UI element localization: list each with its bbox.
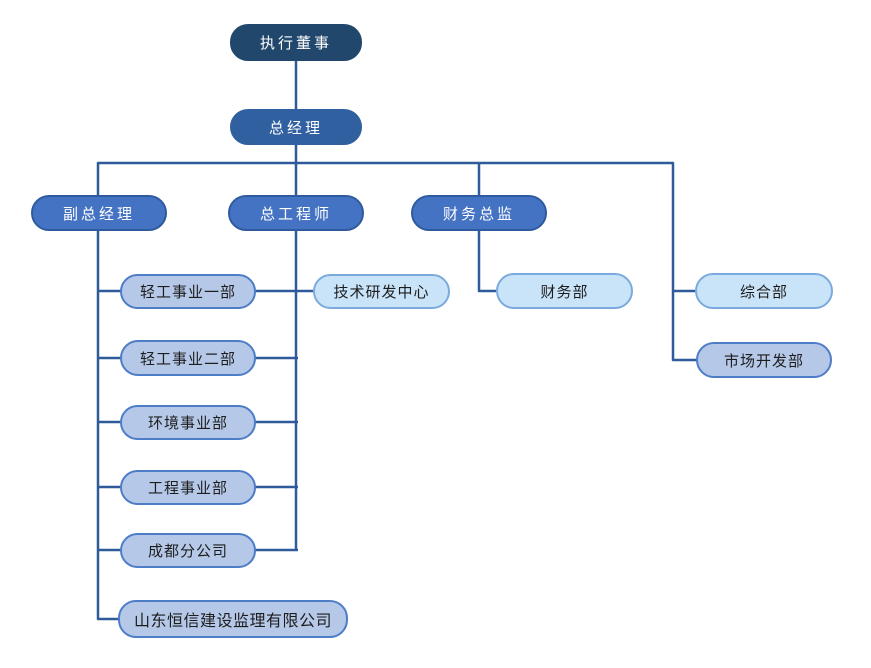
node-finance-dept: 财务部 [496, 273, 633, 309]
node-chengdu-branch: 成都分公司 [120, 533, 256, 568]
node-executive-director: 执行董事 [230, 24, 362, 61]
node-engineering-division: 工程事业部 [120, 470, 256, 505]
connector-bus-and-right-rail [96, 161, 698, 362]
node-environment-division: 环境事业部 [120, 405, 256, 440]
connector-finance-rail [477, 230, 496, 293]
connector-deputy-rail [96, 230, 122, 621]
node-chief-engineer: 总工程师 [228, 195, 364, 231]
node-finance-director: 财务总监 [411, 195, 547, 231]
node-deputy-general-manager: 副总经理 [31, 195, 167, 231]
node-light-industry-division-2: 轻工事业二部 [120, 340, 256, 376]
node-general-manager: 总经理 [230, 109, 362, 145]
node-shandong-hengxin-company: 山东恒信建设监理有限公司 [118, 600, 348, 638]
connector-chief-rail [254, 230, 313, 552]
node-light-industry-division-1: 轻工事业一部 [120, 274, 256, 309]
node-market-development-dept: 市场开发部 [696, 342, 832, 378]
node-general-affairs-dept: 综合部 [695, 273, 833, 309]
node-tech-rd-center: 技术研发中心 [313, 274, 450, 309]
